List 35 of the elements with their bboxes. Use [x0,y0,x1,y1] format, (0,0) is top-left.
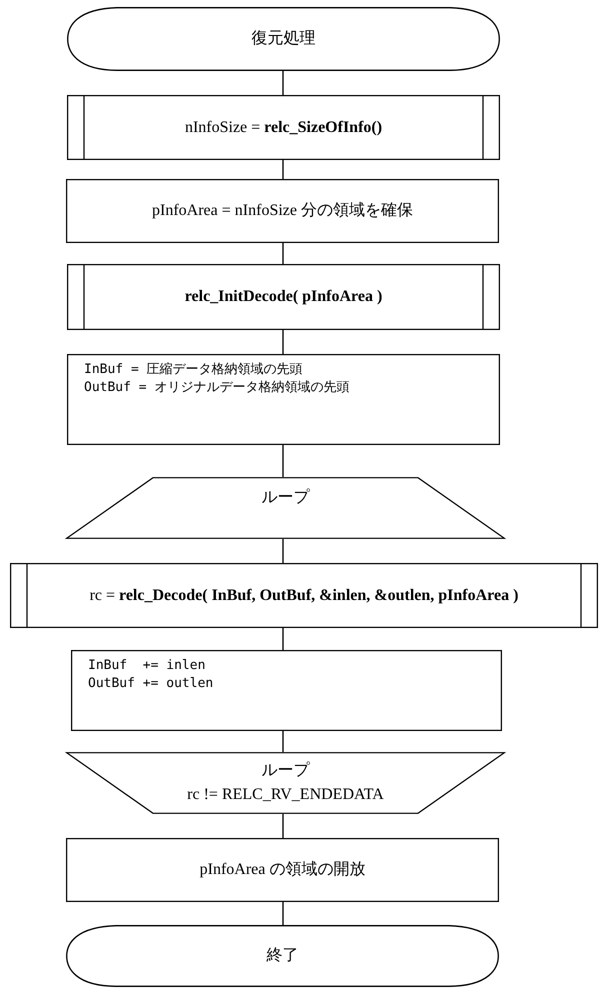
connector-line [282,731,284,752]
node-label: InBuf = 圧縮データ格納領域の先頭 [84,363,303,378]
connector-line [282,628,284,650]
connector-line [282,71,284,95]
connector-line [282,902,284,925]
terminal-shape [67,7,500,71]
node-label: nInfoSize = relc_SizeOfInfo() [184,118,382,136]
node-label: rc = relc_Decode( InBuf, OutBuf, &inlen, &outlen, pInfoArea ) [90,586,518,604]
node-label: OutBuf += outlen [88,677,214,692]
node-label: InBuf += inlen [88,659,206,674]
node-label: ループ [262,489,310,507]
node-label: relc_InitDecode( pInfoArea ) [184,288,382,306]
process-box [66,179,499,243]
loop-start-shape [66,477,505,539]
connector-line [282,445,284,477]
connector-line [282,814,284,838]
node-label: pInfoArea の領域の開放 [200,861,366,879]
loop-end-shape [66,752,505,814]
node-label: 終了 [266,947,298,965]
connector-line [282,243,284,264]
node-label: OutBuf = オリジナルデータ格納領域の先頭 [84,381,350,396]
process-box [67,354,500,445]
process-box [66,838,499,902]
node-label: rc != RELC_RV_ENDEDATA [187,786,384,804]
connector-line [282,539,284,563]
subroutine-box [67,264,500,330]
process-box [71,650,502,731]
connector-line [282,160,284,179]
node-label: 復元処理 [252,30,316,48]
subroutine-box [67,95,500,160]
node-label: pInfoArea = nInfoSize 分の領域を確保 [152,202,413,220]
subroutine-box [10,563,598,628]
node-label: ループ [262,762,310,780]
connector-line [282,330,284,354]
terminal-shape [66,925,499,987]
